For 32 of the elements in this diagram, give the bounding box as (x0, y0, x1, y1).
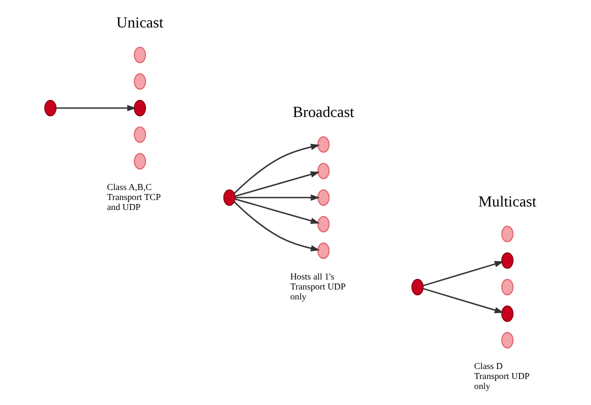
label: Class D Transport UDP only (474, 361, 530, 391)
node-circle (317, 216, 330, 232)
node-circle (501, 305, 514, 322)
arrow (234, 198, 320, 224)
node-circle (501, 226, 514, 242)
arrow (234, 171, 320, 197)
node-circle (317, 242, 330, 259)
arrow (423, 288, 504, 314)
node-circle (44, 100, 56, 116)
node-circle (411, 278, 424, 296)
label: Hosts all 1's Transport UDP only (290, 272, 346, 302)
node-circle (317, 136, 330, 153)
node-circle (317, 189, 330, 206)
label: Multicast (478, 193, 536, 210)
node-circle (501, 278, 514, 296)
label: Unicast (116, 14, 164, 32)
node-circle (134, 126, 146, 143)
node-circle (223, 189, 236, 206)
node-circle (317, 162, 330, 180)
arrow (234, 144, 320, 194)
arrow (234, 201, 320, 252)
node-circle (134, 153, 146, 170)
node-circle (501, 252, 514, 269)
arrow (235, 194, 320, 201)
label: Broadcast (292, 104, 354, 121)
node-circle (134, 100, 146, 116)
node-circle (134, 46, 146, 64)
node-circle (134, 73, 146, 90)
arrow (56, 104, 136, 112)
label: Class A,B,C Transport TCP and UDP (107, 182, 161, 212)
node-circle (501, 332, 514, 348)
arrow (423, 260, 504, 286)
